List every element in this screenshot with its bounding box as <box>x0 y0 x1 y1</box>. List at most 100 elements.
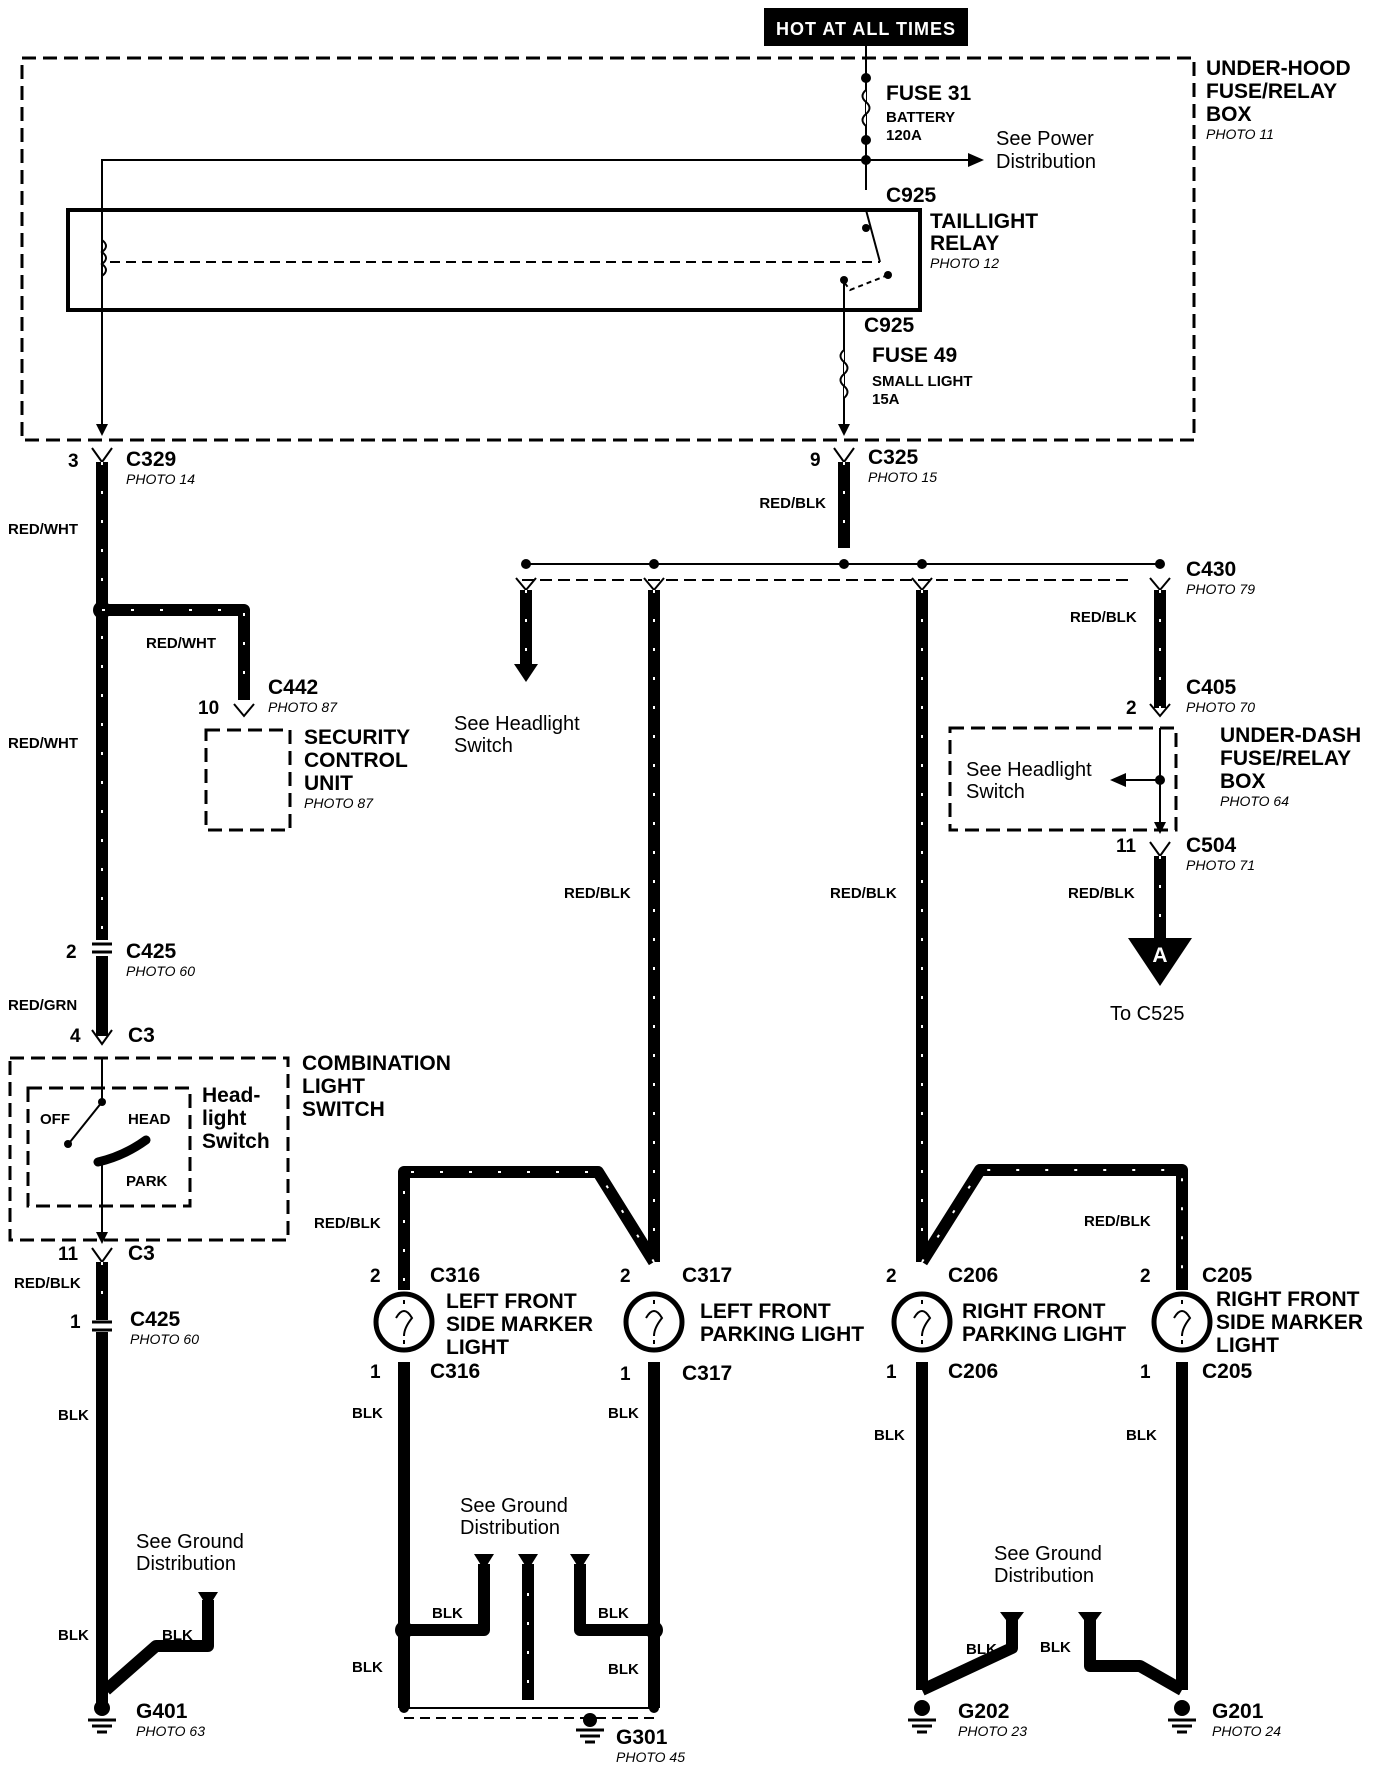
relay-coil-icon <box>100 239 107 277</box>
underdash-see-2: Switch <box>966 781 1025 803</box>
g201-node <box>1174 1700 1190 1716</box>
c925-bottom-label: C925 <box>864 314 915 337</box>
redwht-label-2: RED/WHT <box>146 635 216 652</box>
c425b-pin: 1 <box>70 1312 81 1333</box>
lfsm-line1: LEFT FRONT <box>446 1290 577 1313</box>
g202-arrow-icon <box>1000 1612 1024 1628</box>
fuse31-icon <box>861 89 871 127</box>
relay-name-2: RELAY <box>930 232 999 255</box>
c504-photo: PHOTO 71 <box>1186 857 1255 873</box>
relay-contact-arm <box>865 209 881 263</box>
c425b-connector-icon <box>92 1320 112 1332</box>
g401-ground-dist-2: Distribution <box>136 1553 236 1575</box>
c442-connector-icon <box>233 703 255 718</box>
lf-sidemarker-lamp <box>373 1291 435 1353</box>
switch-park-contact <box>93 1135 151 1167</box>
c925-top-label: C925 <box>886 184 937 207</box>
g202-ground-link <box>919 1620 1018 1696</box>
g301-arrow-1-icon <box>474 1554 494 1570</box>
lfpk-pin-bot: 1 <box>620 1364 631 1385</box>
headlight-switch-box <box>26 1086 192 1208</box>
fuse31-amp: 120A <box>886 127 922 144</box>
scu-box <box>204 728 292 832</box>
g202-photo: PHOTO 23 <box>958 1723 1027 1739</box>
c425b-photo: PHOTO 60 <box>130 1331 199 1347</box>
g301-ground-icon <box>576 1728 604 1744</box>
rfsm-blk-label-1: BLK <box>1126 1427 1157 1444</box>
c329-photo: PHOTO 14 <box>126 471 195 487</box>
c405-photo: PHOTO 70 <box>1186 699 1255 715</box>
scu-photo: PHOTO 87 <box>304 795 374 811</box>
scu-wire <box>102 604 250 700</box>
c325-wire-color: RED/BLK <box>759 495 826 512</box>
lfpk-blk-label-3: BLK <box>598 1605 629 1622</box>
relay-contact-dash <box>843 274 889 292</box>
fuse31-top-node <box>861 73 871 83</box>
c405-connector-icon <box>1149 703 1171 718</box>
lfsm-pin-bot: 1 <box>370 1362 381 1383</box>
c325-arrow-icon <box>838 424 850 436</box>
redgrn-label: RED/GRN <box>8 997 77 1014</box>
fuse49-desc: SMALL LIGHT <box>872 373 973 390</box>
g201-blk-label-2: BLK <box>1040 1639 1071 1656</box>
lf-parking-lamp <box>623 1291 685 1353</box>
scu-line3: UNIT <box>304 772 353 795</box>
c3a-pin: 4 <box>70 1026 81 1047</box>
g201-photo: PHOTO 24 <box>1212 1723 1281 1739</box>
bus-node-4 <box>917 559 927 569</box>
lfsm-pin-top: 2 <box>370 1266 381 1287</box>
underhood-title-2: FUSE/RELAY <box>1206 80 1337 103</box>
rfsm-line1: RIGHT FRONT <box>1216 1288 1360 1311</box>
g401-node <box>94 1700 110 1716</box>
c325-name: C325 <box>868 446 919 469</box>
rfpk-conn-bot: C206 <box>948 1360 998 1383</box>
bus-node-5 <box>1155 559 1165 569</box>
switch-off-label: OFF <box>40 1111 70 1128</box>
c504-pin: 11 <box>1116 836 1137 857</box>
see-headlight-2: Switch <box>454 735 513 757</box>
switch-off-contact <box>64 1140 72 1148</box>
lfsm-line2: SIDE MARKER <box>446 1313 593 1336</box>
lfpk-blk-label-1: BLK <box>608 1405 639 1422</box>
rfsm-feed-wire-color: RED/BLK <box>1084 1213 1151 1230</box>
switch-output-arrow-icon <box>96 1232 108 1244</box>
lfpk-line1: LEFT FRONT <box>700 1300 831 1323</box>
redblk-lower-label: RED/BLK <box>14 1275 81 1292</box>
relay-photo: PHOTO 12 <box>930 255 999 271</box>
headsw-line1: Head- <box>202 1084 260 1107</box>
rfpk-line2: PARKING LIGHT <box>962 1323 1126 1346</box>
scu-line1: SECURITY <box>304 726 410 749</box>
underdash-headlight-arrow-icon <box>1110 773 1126 787</box>
c504-arrow-icon <box>1154 822 1166 834</box>
g401-ground-link-wire <box>102 1600 214 1695</box>
lfpk-ground-link <box>574 1564 654 1636</box>
rf-sidemarker-lamp <box>1151 1291 1213 1353</box>
lfsm-ground-link <box>404 1564 490 1636</box>
c325-connector-icon <box>833 447 855 464</box>
lfsm-feed-wire-color: RED/BLK <box>314 1215 381 1232</box>
headlight-branch-arrow-icon <box>514 664 538 682</box>
c3b-pin: 11 <box>58 1244 79 1265</box>
g301-node <box>583 1713 597 1727</box>
g401-ground-dist-arrow-icon <box>198 1592 218 1608</box>
fuse31-name: FUSE 31 <box>886 82 972 105</box>
fuse49-name: FUSE 49 <box>872 344 957 367</box>
underhood-title-3: BOX <box>1206 103 1252 126</box>
redwht-label-3: RED/WHT <box>8 735 78 752</box>
g401-ground-dist-1: See Ground <box>136 1531 244 1553</box>
hot-label-box <box>764 8 968 46</box>
relay-contact-top <box>862 224 870 232</box>
lfpk-conn-bot: C317 <box>682 1362 732 1385</box>
lfsm-blk-label-1: BLK <box>352 1405 383 1422</box>
lfsm-conn-bot: C316 <box>430 1360 480 1383</box>
lfsm-conn-top: C316 <box>430 1264 480 1287</box>
underdash-title-3: BOX <box>1220 770 1266 793</box>
c329-name: C329 <box>126 448 176 471</box>
g202-ground-dist-1: See Ground <box>994 1543 1102 1565</box>
rfsm-line2: SIDE MARKER <box>1216 1311 1363 1334</box>
combo-line3: SWITCH <box>302 1098 385 1121</box>
c3a-connector-icon <box>91 1029 113 1046</box>
c329-arrow-icon <box>96 424 108 436</box>
underdash-photo: PHOTO 64 <box>1220 793 1289 809</box>
